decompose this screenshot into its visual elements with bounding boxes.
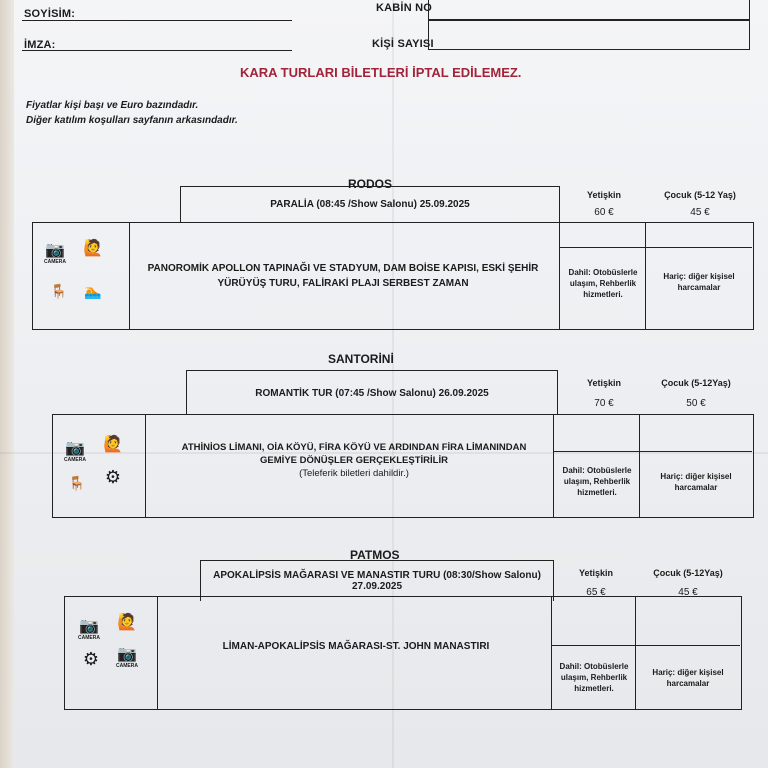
section-title-rodos: RODOS [348, 177, 393, 191]
tour-title-tab: ROMANTİK TUR (07:45 /Show Salonu) 26.09.… [186, 370, 558, 415]
note-line: Diğer katılım koşulları sayfanın arkasın… [26, 115, 238, 126]
tour-title-line: 27.09.2025 [351, 581, 403, 592]
signature-label: İMZA: [24, 39, 56, 51]
seats-icon: 🪑 [50, 283, 68, 299]
icons-cell: 📷CAMERA 🙋 🪑 🏊 [33, 223, 130, 329]
persons-box [428, 20, 750, 50]
child-price-header: Çocuk (5-12 Yaş) [664, 190, 736, 200]
cell-divider [636, 597, 740, 646]
cell-divider [640, 415, 752, 452]
cabin-no-label: KABİN NO [376, 2, 432, 14]
child-price: 50 € [686, 398, 706, 409]
tour-title-tab: APOKALİPSİS MAĞARASI VE MANASTIR TURU (0… [200, 560, 554, 601]
adult-price-header: Yetişkin [586, 378, 622, 388]
child-price: 45 € [690, 207, 710, 218]
tour-description: LİMAN-APOKALİPSİS MAĞARASI-ST. JOHN MANA… [222, 641, 490, 652]
cell-divider [560, 223, 646, 248]
section-title-santorini: SANTORİNİ [328, 352, 394, 366]
tour-title-tab: PARALİA (08:45 /Show Salonu) 25.09.2025 [180, 186, 560, 222]
surname-line [22, 20, 292, 21]
adult-price: 70 € [594, 398, 614, 409]
seats-icon: 🪑 [68, 475, 86, 491]
surname-label: SOYİSİM: [24, 8, 76, 20]
fold-line [392, 0, 394, 768]
persons-label: KİŞİ SAYISI [372, 38, 434, 50]
tour-row: 📷CAMERA 🙋 ⚙ 📷CAMERA LİMAN-APOKALİPSİS MA… [64, 596, 742, 710]
icons-cell: 📷CAMERA 🙋 ⚙ 📷CAMERA [65, 597, 158, 709]
cell-divider [554, 415, 640, 452]
cable-car-icon: ⚙ [82, 649, 100, 669]
desc-line: PANOROMİK APOLLON TAPINAĞI VE STADYUM, D… [147, 263, 539, 274]
tour-row: 📷CAMERA 🙋 🪑 ⚙ ATHİNİOS LİMANI, OİA KÖYÜ,… [52, 414, 754, 518]
tour-title-line: APOKALİPSİS MAĞARASI VE MANASTIR TURU (0… [213, 570, 541, 581]
cell-divider [552, 597, 636, 646]
guide-icon: 🙋 [83, 240, 103, 257]
child-price-header: Çocuk (5-12Yaş) [661, 378, 731, 388]
camera-icon: 📷CAMERA [44, 242, 66, 266]
camera-icon: 📷CAMERA [64, 440, 86, 464]
section-title-patmos: PATMOS [350, 548, 400, 562]
tour-description: ATHİNİOS LİMANI, OİA KÖYÜ, FİRA KÖYÜ VE … [149, 441, 559, 480]
adult-price-header: Yetişkin [578, 568, 614, 578]
cable-car-icon: ⚙ [104, 467, 122, 487]
tour-description: PANOROMİK APOLLON TAPINAĞI VE STADYUM, D… [133, 261, 553, 291]
adult-price: 60 € [594, 207, 614, 218]
paper-edge [0, 0, 14, 768]
cell-divider [646, 223, 752, 248]
notes: Fiyatlar kişi başı ve Euro bazındadır. D… [26, 98, 238, 128]
camera-icon: 📷CAMERA [78, 618, 100, 642]
adult-price: 65 € [586, 587, 606, 598]
cabin-no-box [428, 0, 750, 20]
note-line: Fiyatlar kişi başı ve Euro bazındadır. [26, 100, 199, 111]
desc-line: (Teleferik biletleri dahildir.) [299, 468, 409, 479]
child-price: 45 € [678, 587, 698, 598]
fold-line [0, 452, 768, 454]
guide-icon: 🙋 [117, 614, 137, 631]
desc-line: ATHİNİOS LİMANI, OİA KÖYÜ, FİRA KÖYÜ VE … [181, 442, 527, 453]
desc-line: GEMİYE DÖNÜŞLER GERÇEKLEŞTİRİLİR [260, 455, 448, 466]
tour-row: 📷CAMERA 🙋 🪑 🏊 PANOROMİK APOLLON TAPINAĞI… [32, 222, 754, 330]
child-price-header: Çocuk (5-12Yaş) [653, 568, 723, 578]
icons-cell: 📷CAMERA 🙋 🪑 ⚙ [53, 415, 146, 517]
adult-price-header: Yetişkin [586, 190, 622, 200]
cancellation-warning: KARA TURLARI BİLETLERİ İPTAL EDİLEMEZ. [240, 65, 522, 80]
desc-line: YÜRÜYÜŞ TURU, FALİRAKİ PLAJI SERBEST ZAM… [217, 278, 469, 289]
guide-icon: 🙋 [103, 436, 123, 453]
camera-icon: 📷CAMERA [116, 646, 138, 670]
signature-line [22, 50, 292, 51]
swimming-icon: 🏊 [84, 283, 102, 299]
